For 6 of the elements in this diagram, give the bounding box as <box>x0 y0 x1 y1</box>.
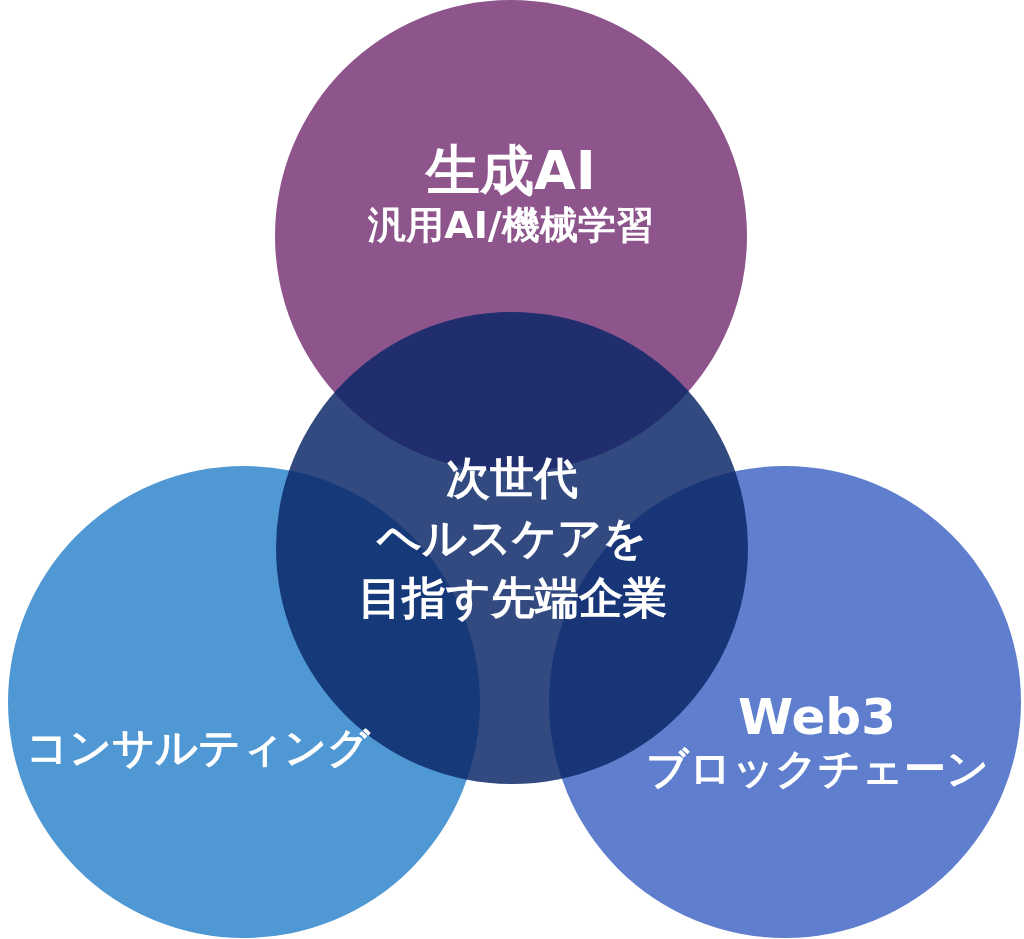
circle-title: 生成AI <box>426 140 596 202</box>
circle-title: Web3 <box>738 690 896 744</box>
circle-subtitle: ブロックチェーン <box>645 744 989 794</box>
circle-label: コンサルティング <box>26 722 370 774</box>
center-label: 次世代ヘルスケアを目指す先端企業 <box>357 451 667 625</box>
circle-subtitle: 汎用AI/機械学習 <box>368 202 654 248</box>
